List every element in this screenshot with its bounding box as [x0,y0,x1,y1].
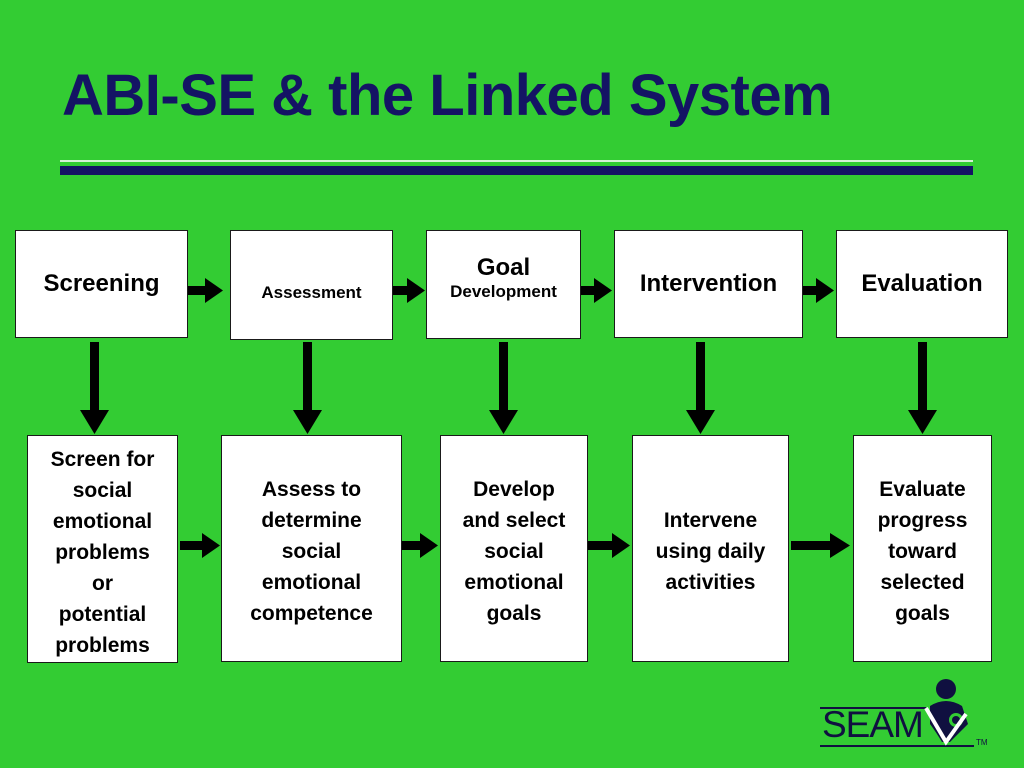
detail-line: problems [55,541,150,564]
detail-line: emotional [261,571,362,594]
title-rule-thin [60,160,973,162]
arrow-down-icon [293,342,322,434]
detail-line: potential [58,603,147,626]
detail-box-evaluation: Evaluate progress toward selected goals [853,435,992,662]
detail-line: Intervene [663,509,758,532]
arrow-down-icon [908,342,937,434]
arrow-down-icon [80,342,109,434]
detail-line: selected [880,571,965,594]
detail-box-assessment: Assess to determine social emotional com… [221,435,402,662]
detail-line: emotional [52,510,153,533]
step-box-goal-development: Goal Development [426,230,581,339]
arrow-right-icon [791,533,850,558]
detail-line: progress [877,509,968,532]
detail-line: social [72,479,133,502]
seam-logo: SEAM TM [818,676,988,756]
detail-box-goal-development: Develop and select social emotional goal… [440,435,588,662]
step-label: Goal [476,253,531,281]
detail-line: problems [55,634,150,657]
logo-trademark: TM [976,738,988,747]
arrow-right-icon [581,278,612,303]
step-label: Intervention [639,270,778,297]
step-label: Evaluation [861,270,983,297]
arrow-right-icon [180,533,220,558]
slide-title: ABI-SE & the Linked System [62,63,833,128]
step-sublabel: Development [450,281,557,301]
detail-box-screening: Screen for social emotional problems or … [27,435,178,663]
step-box-intervention: Intervention [614,230,803,338]
step-box-screening: Screening [15,230,188,338]
step-label: Screening [43,270,160,297]
arrow-right-icon [402,533,438,558]
detail-line: social [281,540,342,563]
arrow-down-icon [489,342,518,434]
detail-line: Assess to [261,478,362,501]
arrow-right-icon [393,278,425,303]
detail-line: Evaluate [879,478,966,501]
step-label: Assessment [261,283,362,302]
detail-line: competence [250,602,373,625]
arrow-right-icon [588,533,630,558]
detail-line: activities [665,571,756,594]
detail-line: goals [895,602,950,625]
step-box-evaluation: Evaluation [836,230,1008,338]
step-box-assessment: Assessment [230,230,393,340]
logo-text: SEAM [822,704,924,745]
detail-line: and select [462,509,566,532]
detail-line: toward [888,540,957,563]
detail-line: or [92,572,113,595]
detail-box-intervention: Intervene using daily activities [632,435,789,662]
detail-line: social [484,540,544,563]
detail-line: Develop [473,478,555,501]
detail-line: emotional [464,571,564,594]
title-rule-thick [60,166,973,175]
detail-line: Screen for [50,448,155,471]
detail-line: goals [486,602,542,625]
arrow-down-icon [686,342,715,434]
seam-logo-mark-icon [820,679,974,747]
arrow-right-icon [188,278,223,303]
detail-line: using daily [655,540,766,563]
arrow-right-icon [803,278,834,303]
detail-line: determine [261,509,362,532]
